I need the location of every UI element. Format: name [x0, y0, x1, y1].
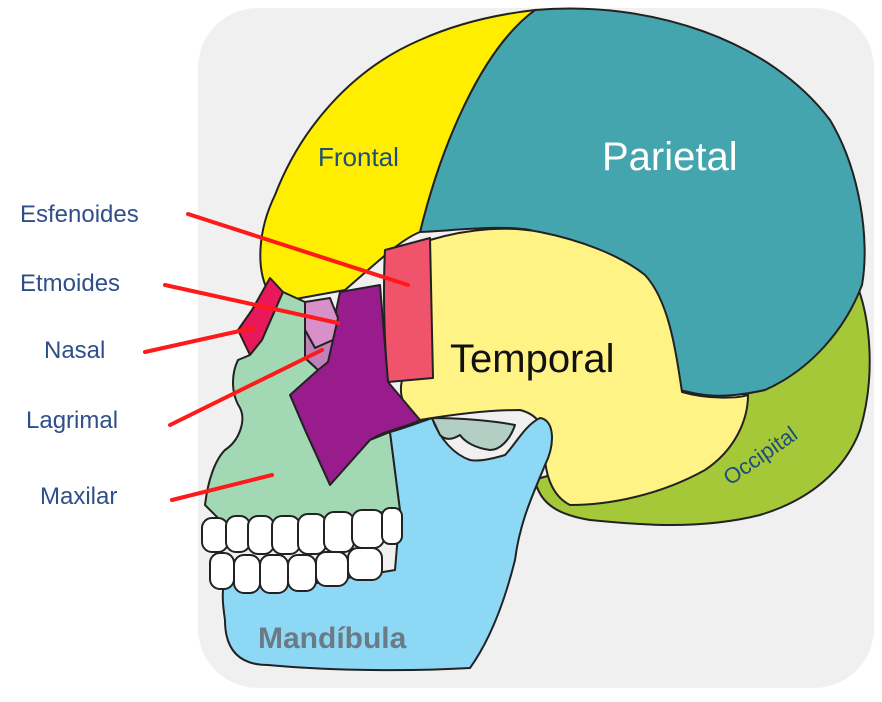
tooth	[288, 555, 316, 591]
label-lagrimal: Lagrimal	[26, 407, 118, 434]
esfenoides-bone	[384, 238, 433, 382]
teeth	[202, 508, 402, 593]
tooth	[324, 512, 354, 552]
label-mandibula: Mandíbula	[258, 622, 407, 655]
tooth	[202, 518, 228, 552]
label-parietal: Parietal	[602, 135, 738, 179]
label-etmoides: Etmoides	[20, 270, 120, 297]
tooth	[272, 516, 300, 554]
label-frontal: Frontal	[318, 142, 399, 172]
label-temporal: Temporal	[450, 337, 615, 381]
tooth	[348, 548, 382, 580]
tooth	[382, 508, 402, 544]
tooth	[316, 552, 348, 586]
tooth	[352, 510, 384, 548]
tooth	[234, 555, 260, 593]
label-maxilar: Maxilar	[40, 483, 117, 510]
label-esfenoides: Esfenoides	[20, 201, 139, 228]
label-nasal: Nasal	[44, 337, 105, 364]
tooth	[260, 555, 288, 593]
tooth	[210, 553, 234, 589]
tooth	[248, 516, 274, 554]
tooth	[226, 516, 250, 552]
tooth	[298, 514, 326, 554]
